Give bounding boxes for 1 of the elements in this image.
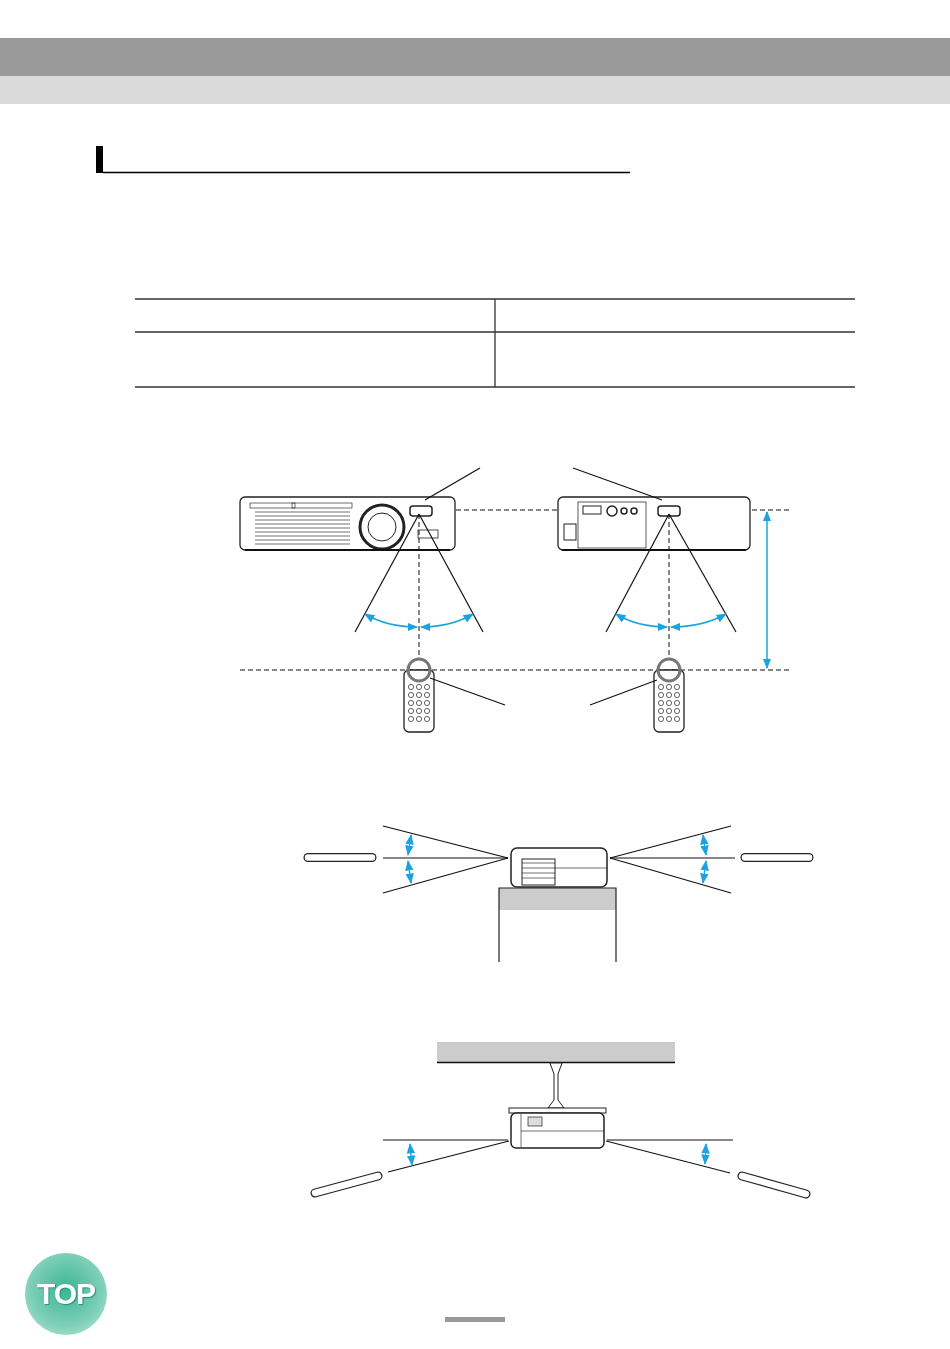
top-button: TOP	[25, 1253, 107, 1335]
